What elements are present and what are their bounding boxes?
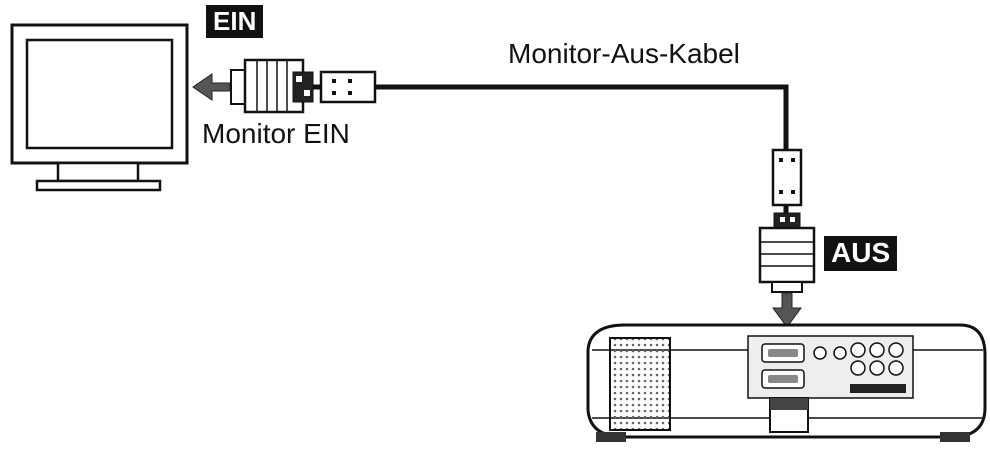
arrow-into-monitor	[192, 73, 231, 101]
monitor	[10, 23, 189, 192]
projector	[586, 323, 987, 442]
projector-vga-connector	[758, 212, 816, 293]
arrow-into-projector	[772, 292, 802, 328]
cable-ferrite-monitor	[313, 70, 377, 104]
monitor-out-tag: AUS	[824, 236, 898, 271]
cable-label: Monitor-Aus-Kabel	[508, 38, 740, 69]
monitor-out-cable	[375, 84, 789, 150]
monitor-in-port-label: Monitor EIN	[202, 118, 350, 149]
cable-ferrite-projector	[771, 148, 803, 213]
monitor-in-tag: EIN	[206, 5, 264, 38]
monitor-vga-connector	[230, 58, 314, 114]
